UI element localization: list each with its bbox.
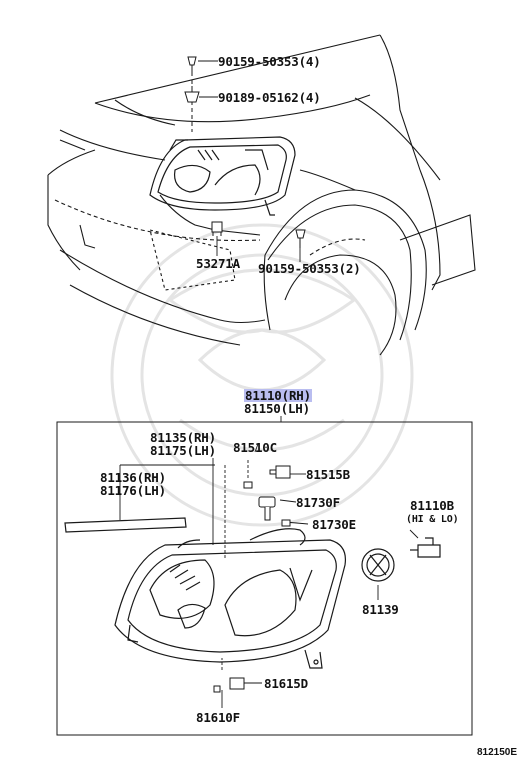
- diagram-code: 812150E: [476, 747, 517, 758]
- label-90159-50353-4[interactable]: 90159-50353(4): [218, 54, 321, 69]
- label-81730f[interactable]: 81730F: [296, 495, 340, 510]
- leader-lines: [119, 60, 419, 708]
- label-81110-rh[interactable]: 81110(RH): [244, 388, 312, 403]
- label-81175[interactable]: 81175(LH): [150, 443, 216, 458]
- vehicle-body-lines: [47, 34, 476, 356]
- main-headlamp: [64, 517, 441, 669]
- label-81615d[interactable]: 81615D: [264, 676, 308, 691]
- top-fasteners: [184, 56, 306, 248]
- label-81150-lh[interactable]: 81150(LH): [244, 401, 310, 416]
- label-81730e[interactable]: 81730E: [312, 517, 356, 532]
- label-81136[interactable]: 81136(RH): [100, 470, 166, 485]
- label-90189-05162[interactable]: 90189-05162(4): [218, 90, 321, 105]
- label-90159-50353-2[interactable]: 90159-50353(2): [258, 261, 361, 276]
- label-81139[interactable]: 81139: [362, 602, 399, 617]
- label-81510c[interactable]: 81510C: [233, 440, 277, 455]
- label-81135[interactable]: 81135(RH): [150, 430, 216, 445]
- label-81110b[interactable]: 81110B: [410, 498, 454, 513]
- watermark-emblem: [110, 223, 414, 527]
- label-81176[interactable]: 81176(LH): [100, 483, 166, 498]
- label-81515b[interactable]: 81515B: [306, 467, 350, 482]
- label-81110b-note: (HI & LO): [406, 514, 459, 525]
- assembly-frame: [56, 421, 473, 736]
- label-81610f[interactable]: 81610F: [196, 710, 240, 725]
- small-parts: [213, 465, 291, 693]
- label-53271a[interactable]: 53271A: [196, 256, 240, 271]
- top-headlamp: [149, 136, 296, 216]
